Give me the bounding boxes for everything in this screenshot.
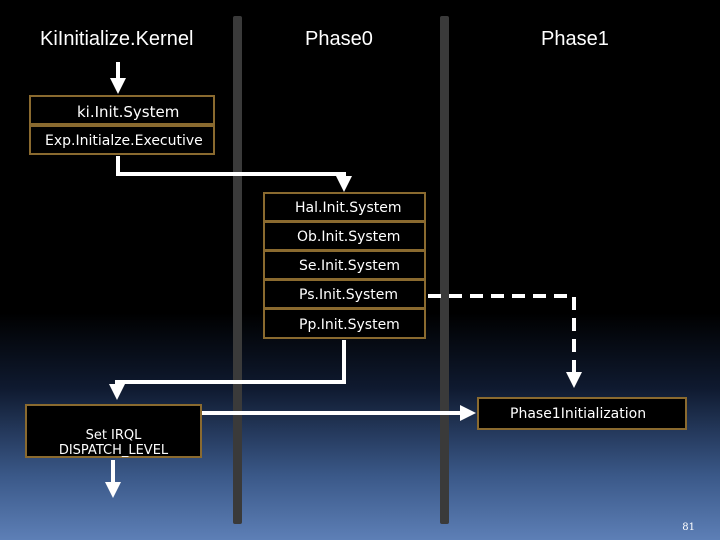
lane-separator-2 [440,16,449,524]
exp-initialize-executive-box: Exp.Initialze.Executive [29,125,215,155]
lane-separator-1 [233,16,242,524]
ob-init-system-box: Ob.Init.System [263,221,426,251]
ki-init-system-box: ki.Init.System [29,95,215,125]
column-header-kiinitialize-kernel: KiInitialize.Kernel [40,28,194,50]
ki-init-system-label: ki.Init.System [77,103,180,121]
hal-init-system-label: Hal.Init.System [295,200,402,216]
exp-initialize-executive-label: Exp.Initialze.Executive [45,133,203,149]
page-number: 81 [682,522,695,533]
phase1-initialization-label: Phase1Initialization [510,406,647,422]
pp-init-system-box: Pp.Init.System [263,308,426,339]
ps-init-system-label: Ps.Init.System [299,287,398,303]
set-irql-label: Set IRQL DISPATCH_LEVEL [58,427,169,458]
se-init-system-box: Se.Init.System [263,250,426,280]
arrow-exp-to-hal [116,156,352,192]
pp-init-system-label: Pp.Init.System [299,317,400,333]
se-init-system-label: Se.Init.System [299,258,400,274]
column-header-phase0: Phase0 [305,28,373,50]
column-header-phase1: Phase1 [541,28,609,50]
arrow-ps-to-phase1-dashed [428,294,582,388]
ob-init-system-label: Ob.Init.System [297,229,401,245]
phase1-initialization-box: Phase1Initialization [477,397,687,430]
ps-init-system-box: Ps.Init.System [263,279,426,309]
set-irql-box: Set IRQL DISPATCH_LEVEL [25,404,202,458]
hal-init-system-box: Hal.Init.System [263,192,426,222]
arrow-pp-to-setirql [109,340,346,400]
